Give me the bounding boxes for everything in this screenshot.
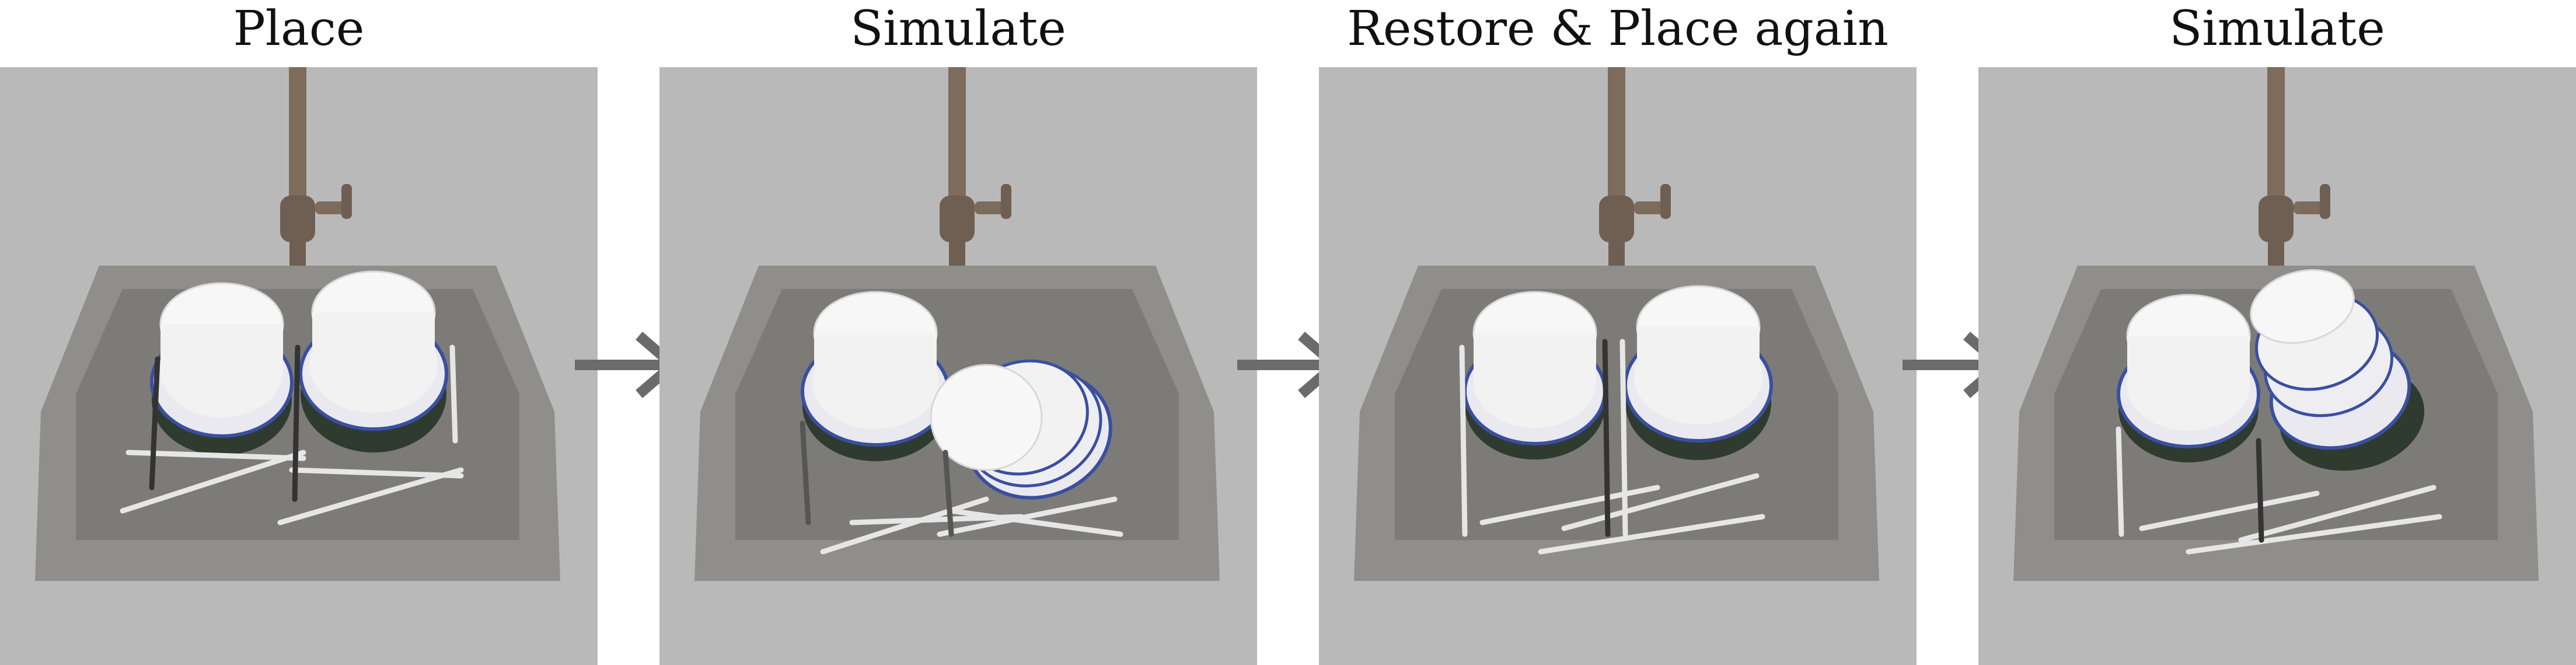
step-3-image (1319, 67, 1917, 665)
step-2-image (659, 67, 1257, 665)
step-1-title: Place (233, 1, 365, 57)
cutlery-icon (2116, 426, 2442, 555)
faucet-icon (280, 67, 352, 283)
plate-stack-icon (930, 359, 1112, 500)
cutlery-icon (1459, 339, 1765, 555)
sink-icon (1354, 266, 1879, 581)
cutlery-icon (120, 344, 464, 525)
step-4-image (1978, 67, 2576, 665)
plate-stack-icon (299, 270, 448, 452)
cutlery-icon (800, 420, 1123, 555)
step-1-image (0, 67, 598, 665)
plate-stack-icon (150, 282, 294, 455)
faucet-icon (940, 67, 1011, 283)
plate-stack-icon (2250, 269, 2425, 471)
step-4-title: Simulate (2169, 1, 2385, 57)
plate-stack-icon (1463, 291, 1607, 459)
faucet-icon (1599, 67, 1671, 283)
faucet-icon (2259, 67, 2330, 283)
plate-stack-icon (1624, 285, 1773, 460)
plate-stack-icon (801, 291, 950, 461)
plate-stack-icon (2117, 294, 2260, 462)
step-3-title: Restore & Place again (1347, 1, 1889, 57)
step-2-title: Simulate (850, 1, 1066, 57)
